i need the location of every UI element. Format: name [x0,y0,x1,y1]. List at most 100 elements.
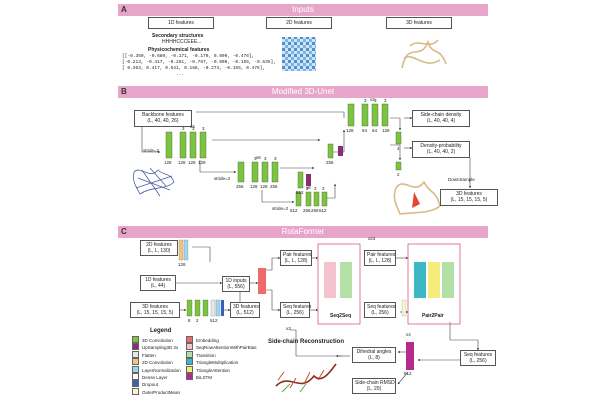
l2-bottom-1: 256 [236,184,244,189]
rota-1d-features-box: 1D features (L, 44) [140,275,176,291]
dec-bottom-3: 64 [372,128,378,133]
dec-top-2: 3 [374,98,377,103]
rota-1d-features-dims: (L, 44) [150,283,166,289]
section-a-letter: A [121,5,127,14]
features-2d-label: 2D features [286,20,312,26]
seq-features-3-label: Seq features [463,352,493,358]
sidechain-density-label: Side-chain density [420,112,462,118]
unet-output-dims: (L, 15, 15, 15, 5) [450,197,488,203]
legend-label: Transition [196,352,216,358]
legend-swatch [132,387,139,395]
dec-bottom-4: 128 [382,128,390,133]
l2-out: 512 [296,190,304,195]
section-c-title: RotaFormer [281,227,325,236]
pair2pair-frame [407,243,461,325]
backbone-features-dims: (L, 40, 40, 26) [147,118,179,124]
rota-2d-features-label: 2D features [146,242,172,248]
dihedral-angles-dims: (L, 8) [368,355,380,361]
arrow-embed-to-pair [266,256,281,271]
sidechain-density-box: Side-chain density (L, 40, 40, 4) [412,110,470,127]
heatmap-2d-image [282,37,316,71]
dec-to-4 [390,117,402,131]
rota-1d-inputs-label: 1D inputs [225,278,247,284]
up-lvl3 [325,183,337,199]
l1-bottom-2: 128 [178,160,186,165]
unet-decoder-blocks [347,103,402,171]
conv2d-block [178,239,184,261]
protein-sidechain-image [393,180,441,215]
dec-bottom-2: 64 [362,128,368,133]
secondary-structure-title: Secondary structures [152,33,204,39]
l2-bottom-4: 256 [270,184,278,189]
seq-features-box: Seq features (L, 256) [280,302,312,318]
rota-3d-features-label: 3D features [142,304,168,310]
section-b-title: Modified 3D-Unet [271,87,335,96]
downsample-label: DownSample [448,177,475,182]
x6-label-2: x6 [256,155,261,160]
dec-bottom-1: 128 [346,128,354,133]
legend-swatch [132,373,139,380]
dihedral-angles-label: Dihedral angles [356,349,392,355]
unet-output-box: 3D features (L, 15, 15, 15, 5) [440,189,498,206]
legend-swatch [132,336,139,343]
unet-up-blocks [297,143,343,189]
legend-item: SeqRowAttentionWithPairBias [186,343,257,351]
pair-features-label: Pair features [283,252,312,258]
embedding-block [258,268,266,294]
rota-3d-features-dims: (L, 15, 15, 15, 5) [136,310,174,316]
secondary-structure-value: HHHHCCCEEE... [162,39,202,45]
sidechain-rmsd-box: Side-chain RMSD (L, 20) [352,378,396,394]
tri-attn-block [428,262,440,298]
unet-output-label: 3D features [456,191,482,197]
features-1d-box: 1D features [148,17,214,29]
sidechain-rmsd-dims: (L, 20) [366,386,382,392]
l2-top-3: 3 [274,156,277,161]
legend-item: UpSampling3D 2x [132,343,178,351]
l1-top-1: 3 [182,126,185,131]
layernorm-block [183,239,189,261]
dec-n2: 2 [397,172,400,177]
legend-swatch [186,343,193,351]
pair-features-box: Pair features (L, L, 128) [280,250,312,266]
features-3d-label: 3D features [406,20,432,26]
seq-features-2-label: Seq features [367,304,396,310]
l1-top-2: 3 [192,126,195,131]
legend-swatch [186,358,193,366]
rota-mid-num-1: 8 [188,318,191,323]
l1-bottom-4: 128 [198,160,206,165]
legend-label: Dense Layer [142,375,168,380]
l3-top-3: 3 [322,186,325,191]
x3-label: x3 [286,326,291,331]
legend-item: Flatten [132,350,156,359]
seq2seq-label: Seq2Seq [330,313,352,319]
seq-features-2-box: Seq features (L, 256) [364,302,396,318]
sidechain-rmsd-label: Side-chain RMSD [355,380,395,386]
seq-features-3-dims: (L, 256) [469,358,487,364]
l3-bottom-4: 512 [319,208,327,213]
section-a-header: Inputs [118,4,488,16]
section-b-header: Modified 3D-Unet [118,86,488,98]
arrow-pair2pair-down [449,322,480,351]
legend-item: Transition [186,350,216,359]
seq-features-dims: (L, 256) [286,310,304,316]
rota-num-128: 128 [178,262,186,267]
arrow-512-to-rmsd [397,371,409,385]
unet-level1-blocks [165,131,207,159]
seq-features-label: Seq features [283,304,312,310]
legend-item: TriangleAttention [186,365,230,374]
legend-item: LayerNormalization [132,365,181,374]
tri-mult-block [414,262,426,298]
stride-label-1: stride=2 [143,148,160,153]
reconstruction-title: Side-chain Reconstruction [268,339,345,345]
legend-label: 2D Convolution [142,360,173,366]
features-1d-label: 1D features [168,20,194,26]
l2-top-1: 3 [254,156,257,161]
pair-features-2-label: Pair features [367,252,396,258]
num-512-label: 512 [404,371,412,376]
physicochemical-title: Physicochemical features [148,47,210,53]
pair-features-2-box: Pair features (L, L, 128) [364,250,396,266]
backbone-features-label: Backbone features [142,112,184,118]
legend-label: SeqRowAttentionWithPairBias [196,345,257,351]
legend-title: Legend [150,328,172,334]
section-b-letter: B [121,87,127,96]
